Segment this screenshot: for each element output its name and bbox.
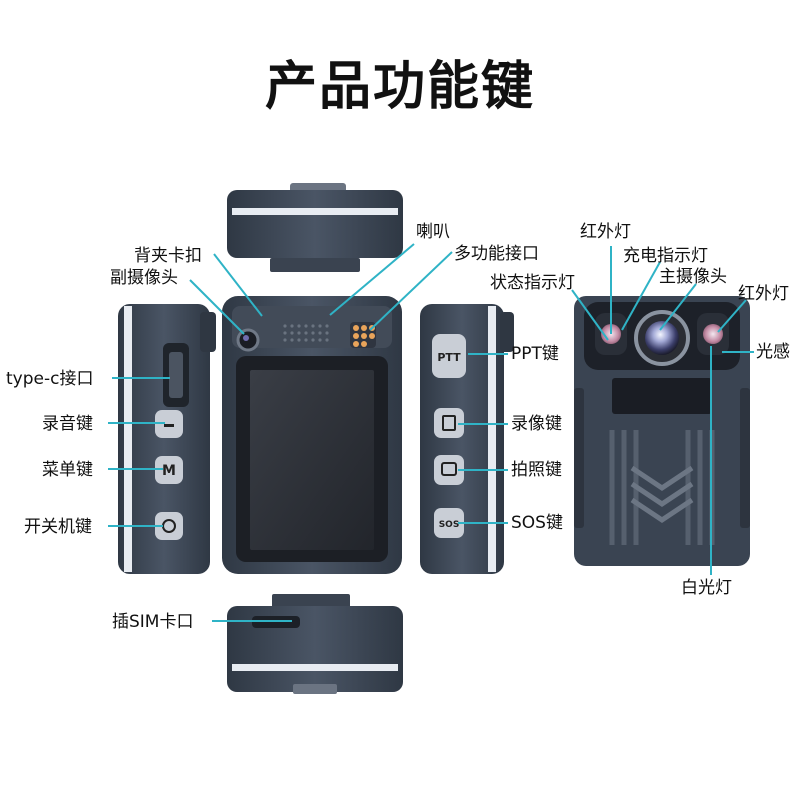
- label-sos-key: SOS键: [511, 513, 563, 533]
- label-ir-light-left: 红外灯: [580, 222, 631, 242]
- sos-button-glyph: SOS: [439, 520, 460, 530]
- device-back-view: [574, 296, 750, 566]
- label-type-c-port: type-c接口: [6, 369, 94, 389]
- page-title: 产品功能键: [264, 57, 535, 117]
- label-charge-indicator: 充电指示灯: [623, 246, 708, 266]
- device-bottom-view: [227, 594, 403, 694]
- label-video-key: 录像键: [511, 414, 562, 434]
- device-right-side-view: PTT SOS: [420, 304, 514, 574]
- label-status-indicator: 状态指示灯: [490, 273, 575, 293]
- ppt-button-glyph: PTT: [437, 351, 461, 364]
- label-speaker: 喇叭: [416, 222, 450, 242]
- label-power-key: 开关机键: [24, 517, 92, 537]
- label-ppt-key: PPT键: [511, 344, 559, 364]
- label-menu-key: 菜单键: [42, 460, 93, 480]
- device-top-view: [227, 183, 403, 272]
- menu-button-glyph: M: [162, 463, 176, 479]
- label-light-sensor: 光感: [756, 342, 790, 362]
- label-multi-function-port: 多功能接口: [454, 244, 539, 264]
- label-main-camera: 主摄像头: [659, 267, 727, 287]
- label-photo-key: 拍照键: [511, 460, 562, 480]
- label-ir-light-right: 红外灯: [738, 284, 789, 304]
- label-record-audio-key: 录音键: [42, 414, 93, 434]
- label-sim-slot: 插SIM卡口: [112, 612, 194, 632]
- leader-lines: [108, 243, 754, 622]
- device-left-side-view: M: [118, 304, 216, 574]
- device-front-view: [222, 296, 402, 574]
- label-back-clip: 背夹卡扣: [134, 246, 202, 266]
- label-white-light: 白光灯: [681, 578, 732, 598]
- label-sub-camera: 副摄像头: [110, 268, 178, 288]
